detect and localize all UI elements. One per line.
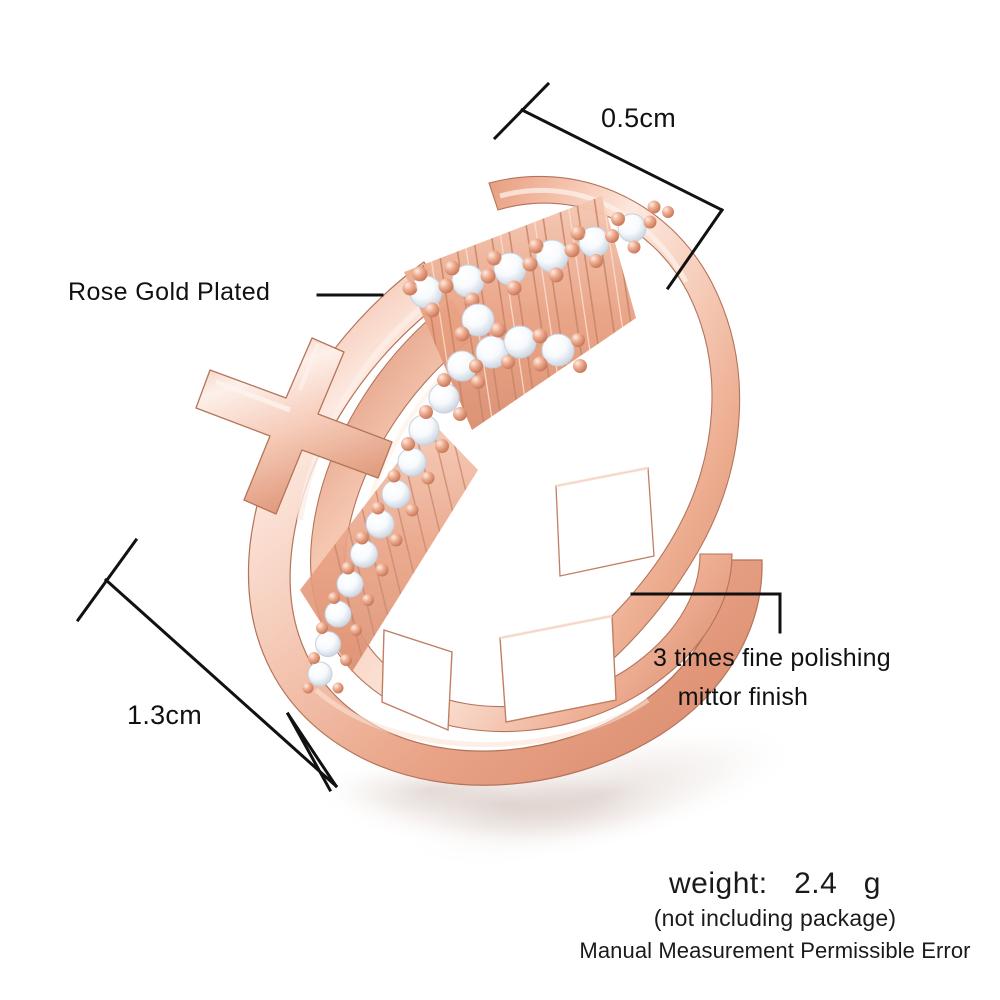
leader-line-polishing [630,592,782,634]
dimension-label-length: 1.3cm [127,700,203,730]
left-cross-motif [195,337,393,515]
material-label: Rose Gold Plated [68,278,271,306]
measurement-error-note: Manual Measurement Permissible Error [579,938,971,963]
band-cutout-windows [381,466,655,732]
ring-drop-shadow [310,721,805,869]
dimension-label-width: 0.5cm [601,103,677,133]
weight-line: weight: 2.4 g [669,867,881,900]
ring-front-band [247,261,763,786]
dimension-line-top [492,81,725,291]
polishing-label: 3 times fine polishing mittor finish [653,639,891,717]
stone-sparkles [329,232,592,611]
dimension-line-left [75,537,339,793]
package-note: (not including package) [653,905,897,931]
polishing-label-line2: mittor finish [677,683,809,711]
bead-prongs-vertical [302,322,587,694]
polishing-label-line1: 3 times fine polishing [653,644,891,672]
footer-spec-block: weight: 2.4 g (not including package) Ma… [560,866,990,967]
bead-prongs-horizontal [402,200,674,318]
